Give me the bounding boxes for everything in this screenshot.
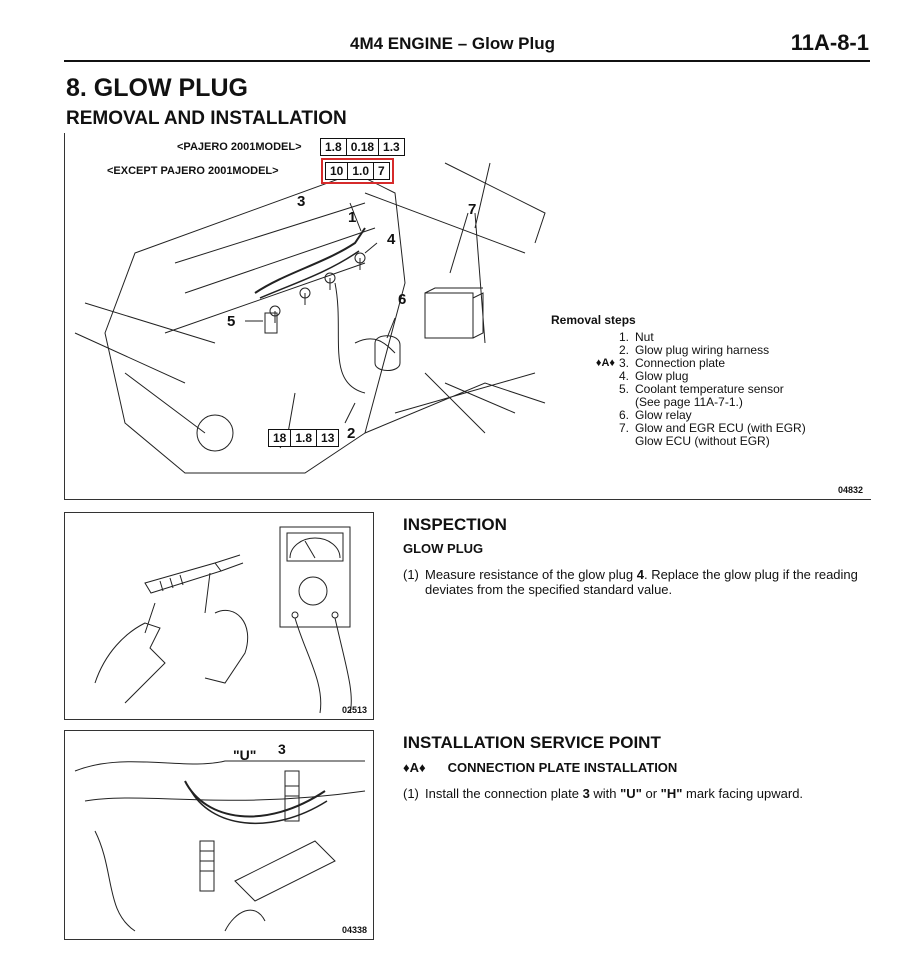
callout-number: 5 xyxy=(227,313,236,330)
step-text: Nut xyxy=(635,330,654,344)
callout-number: 1 xyxy=(348,209,357,226)
header-rule xyxy=(64,60,870,62)
torque-value: 0.18 xyxy=(347,139,380,155)
removal-figure: <PAJERO 2001MODEL> 1.8 0.18 1.3 <EXCEPT … xyxy=(64,133,871,500)
list-item: 6. Glow relay xyxy=(571,409,806,422)
torque-value: 10 xyxy=(326,163,349,179)
running-title: 4M4 ENGINE – Glow Plug xyxy=(350,34,555,53)
step-marker: ♦A♦ xyxy=(403,760,426,775)
step-number: 6. xyxy=(619,408,630,422)
callout-number: 3 xyxy=(278,741,286,757)
torque-value: 1.3 xyxy=(383,140,400,154)
installation-heading: INSTALLATION SERVICE POINT xyxy=(403,733,661,752)
list-item: 1. Nut xyxy=(571,331,806,344)
torque-box-except: 10 1.0 7 xyxy=(321,158,394,184)
text-run: . Replace the glow plug if the reading d… xyxy=(425,567,858,597)
torque-value: 18 xyxy=(269,430,292,446)
text-run: Measure resistance of the glow plug xyxy=(425,567,637,582)
list-item: (See page 11A-7-1.) xyxy=(571,396,806,409)
callout-number: 7 xyxy=(468,201,477,218)
paragraph-number: (1) xyxy=(403,567,419,582)
step-marker: ♦A♦ xyxy=(595,357,615,369)
figure-code: 04832 xyxy=(837,485,863,495)
bold-ref: 3 xyxy=(582,786,590,801)
step-number: 2. xyxy=(619,343,630,357)
figure-code: 04338 xyxy=(341,925,367,935)
inspection-heading: INSPECTION xyxy=(403,515,507,534)
step-number: 5. xyxy=(619,382,630,396)
bold-ref: 4 xyxy=(636,567,644,582)
torque-box-pajero: 1.8 0.18 1.3 xyxy=(320,138,405,156)
list-item: 5. Coolant temperature sensor xyxy=(571,383,806,396)
list-item: 2. Glow plug wiring harness xyxy=(571,344,806,357)
callout-number: 4 xyxy=(387,231,396,248)
text-run: Install the connection plate xyxy=(425,786,583,801)
installation-paragraph: (1) Install the connection plate 3 with … xyxy=(403,786,863,801)
callout-number: 6 xyxy=(398,291,407,308)
multimeter-illustration xyxy=(94,526,352,714)
removal-steps-list: 1. Nut 2. Glow plug wiring harness ♦A♦ 3. Co… xyxy=(571,331,806,448)
step-text: (See page 11A-7-1.) xyxy=(635,395,743,409)
step-text: Glow relay xyxy=(635,408,692,422)
inspection-figure: 02513 xyxy=(64,512,374,720)
installation-subheading-row: ♦A♦ CONNECTION PLATE INSTALLATION xyxy=(403,760,677,775)
section-title: 8. GLOW PLUG xyxy=(66,74,248,102)
subsection-title: REMOVAL AND INSTALLATION xyxy=(66,108,347,129)
step-number: 4. xyxy=(619,369,630,383)
step-text: Glow ECU (without EGR) xyxy=(635,434,770,448)
torque-value: 1.8 xyxy=(291,430,318,446)
engine-illustration xyxy=(74,162,546,474)
list-item: 7. Glow and EGR ECU (with EGR) xyxy=(571,422,806,435)
step-text: Glow plug wiring harness xyxy=(635,343,770,357)
removal-steps-title: Removal steps xyxy=(551,313,636,327)
step-text: Glow plug xyxy=(635,369,689,383)
step-number: 1. xyxy=(619,330,630,344)
connection-plate-illustration xyxy=(74,760,366,932)
step-number: 3. xyxy=(619,356,630,370)
bold-ref: "U" xyxy=(620,786,642,801)
step-text: Connection plate xyxy=(635,356,726,370)
bold-ref: "H" xyxy=(660,786,683,801)
text-run: mark facing upward. xyxy=(682,786,804,801)
page-number: 11A-8-1 xyxy=(790,30,869,55)
torque-value: 7 xyxy=(378,164,385,178)
list-item: ♦A♦ 3. Connection plate xyxy=(571,357,806,370)
list-item: Glow ECU (without EGR) xyxy=(571,435,806,448)
paragraph-text: Install the connection plate 3 with "U" … xyxy=(425,786,803,801)
torque-value: 13 xyxy=(321,431,335,445)
installation-figure: "U" 3 04338 xyxy=(64,730,374,940)
torque-label-pajero: <PAJERO 2001MODEL> xyxy=(177,141,302,153)
callout-number: 3 xyxy=(297,193,306,210)
callout-number: 2 xyxy=(347,425,356,442)
inspection-subheading: GLOW PLUG xyxy=(403,541,484,556)
list-item: 4. Glow plug xyxy=(571,370,806,383)
inspection-paragraph: (1) Measure resistance of the glow plug … xyxy=(403,567,863,597)
installation-subheading: CONNECTION PLATE INSTALLATION xyxy=(447,760,678,775)
torque-label-except: <EXCEPT PAJERO 2001MODEL> xyxy=(107,165,279,177)
text-run: or xyxy=(641,786,661,801)
step-number: 7. xyxy=(619,421,630,435)
figure-code: 02513 xyxy=(341,705,367,715)
torque-value: 1.0 xyxy=(348,163,375,179)
text-run: with xyxy=(589,786,621,801)
paragraph-number: (1) xyxy=(403,786,419,801)
figure-mark-label: "U" xyxy=(233,747,257,763)
step-text: Glow and EGR ECU (with EGR) xyxy=(635,421,806,435)
torque-box-lower: 18 1.8 13 xyxy=(268,429,340,447)
torque-value: 1.8 xyxy=(321,139,347,155)
paragraph-text: Measure resistance of the glow plug 4. R… xyxy=(425,567,863,597)
step-text: Coolant temperature sensor xyxy=(635,382,784,396)
